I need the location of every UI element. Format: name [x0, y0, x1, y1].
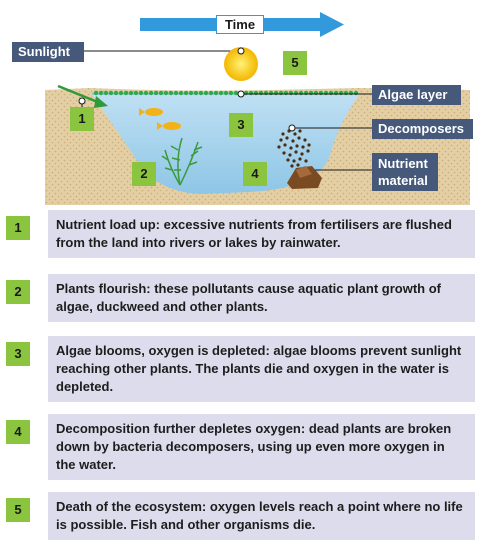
step-description: Death of the ecosystem: oxygen levels re… — [48, 492, 475, 540]
step-item: 1 Nutrient load up: excessive nutrients … — [6, 210, 475, 258]
algae-layer — [93, 90, 359, 96]
aquatic-plant-icon — [161, 137, 203, 186]
step-item: 5 Death of the ecosystem: oxygen levels … — [6, 492, 475, 540]
sun-icon — [224, 47, 258, 81]
badge-5: 5 — [283, 51, 307, 75]
sunlight-label: Sunlight — [12, 42, 84, 62]
lake-water — [92, 94, 360, 194]
nutrient-material-icon — [287, 166, 322, 189]
nutrient-runoff-arrow — [57, 84, 108, 108]
step-item: 2 Plants flourish: these pollutants caus… — [6, 274, 475, 322]
step-description: Algae blooms, oxygen is depleted: algae … — [48, 336, 475, 402]
eutrophication-diagram: Time Sunlight 5 Algae layer 1 3 Decompos… — [0, 0, 493, 205]
step-description: Nutrient load up: excessive nutrients fr… — [48, 210, 475, 258]
step-number: 4 — [6, 420, 30, 444]
decomposers-icon — [277, 129, 311, 168]
fish-icon — [139, 108, 181, 130]
badge-3: 3 — [229, 113, 253, 137]
badge-4: 4 — [243, 162, 267, 186]
algae-layer-label: Algae layer — [372, 85, 461, 105]
step-description: Decomposition further depletes oxygen: d… — [48, 414, 475, 480]
nutrient-material-line-1: Nutrient — [378, 156, 428, 171]
step-description: Plants flourish: these pollutants cause … — [48, 274, 475, 322]
badge-1: 1 — [70, 107, 94, 131]
step-item: 4 Decomposition further depletes oxygen:… — [6, 414, 475, 480]
nutrient-material-line-2: material — [378, 173, 428, 188]
badge-2: 2 — [132, 162, 156, 186]
step-number: 3 — [6, 342, 30, 366]
step-number: 5 — [6, 498, 30, 522]
nutrient-material-label: Nutrient material — [372, 153, 438, 191]
decomposers-label: Decomposers — [372, 119, 473, 139]
lake-cross-section — [45, 12, 470, 205]
step-number: 2 — [6, 280, 30, 304]
time-label: Time — [216, 15, 264, 34]
step-number: 1 — [6, 216, 30, 240]
step-item: 3 Algae blooms, oxygen is depleted: alga… — [6, 336, 475, 402]
